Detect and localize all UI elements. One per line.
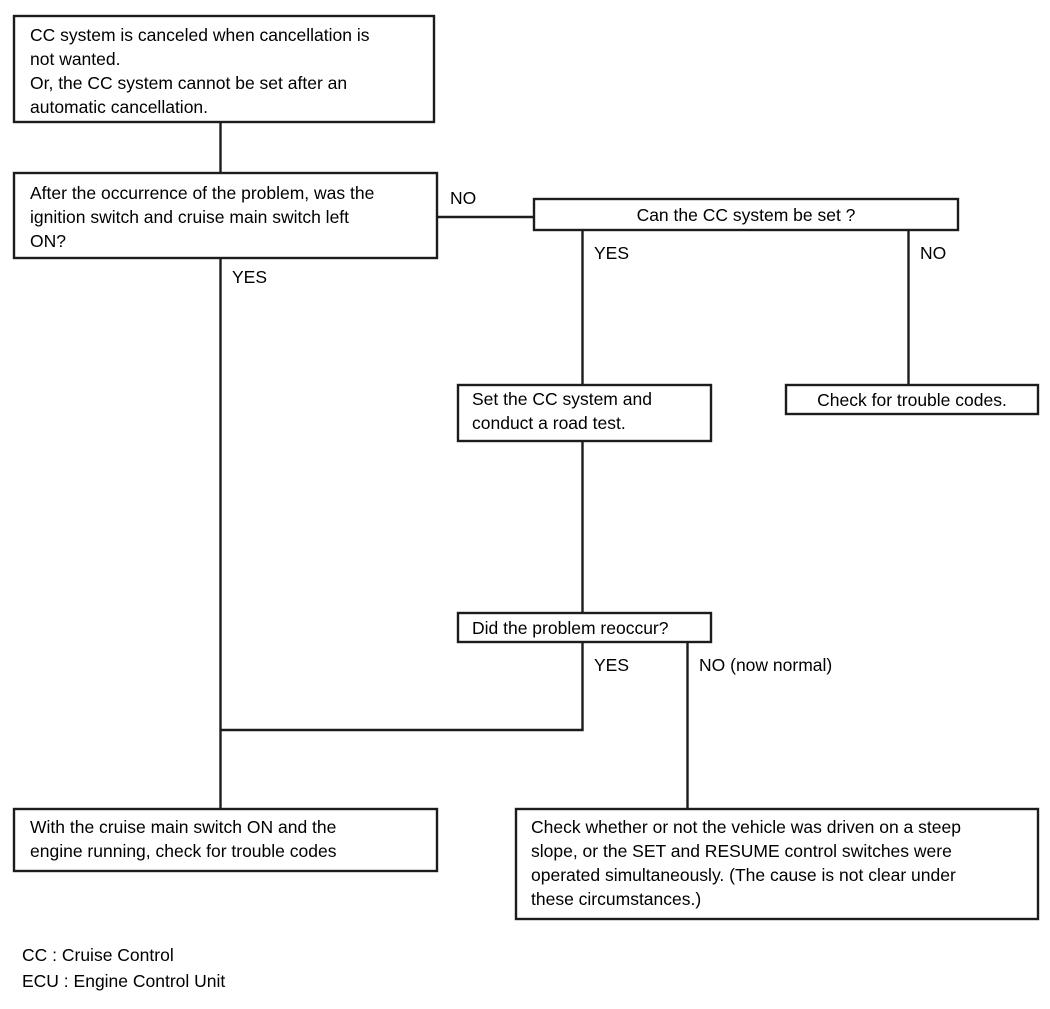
legend-item-ecu: ECU : Engine Control Unit — [22, 971, 225, 991]
node-action-main-switch-on-box — [12, 807, 439, 873]
node-problem-statement: CC system is canceled when cancellation … — [12, 14, 436, 124]
node-question-reoccur-box — [456, 611, 713, 644]
node-action-check-codes: Check for trouble codes. — [784, 383, 1040, 416]
node-action-main-switch-on-line-2: engine running, check for trouble codes — [30, 841, 337, 861]
node-action-road-test-line-2: conduct a road test. — [472, 413, 626, 433]
legend-item-cc: CC : Cruise Control — [22, 945, 174, 965]
node-question-reoccur-line-1: Did the problem reoccur? — [472, 618, 669, 638]
node-action-check-conditions-line-4: these circumstances.) — [531, 889, 701, 909]
node-problem-statement-line-3: Or, the CC system cannot be set after an — [30, 73, 347, 93]
node-question-reoccur: Did the problem reoccur? — [456, 611, 713, 644]
edge-label-switch-yes: YES — [232, 267, 267, 287]
node-problem-statement-line-4: automatic cancellation. — [30, 97, 208, 117]
node-action-check-conditions-line-2: slope, or the SET and RESUME control swi… — [531, 841, 952, 861]
node-action-road-test-line-1: Set the CC system and — [472, 389, 652, 409]
legend: CC : Cruise Control ECU : Engine Control… — [22, 945, 225, 991]
node-action-check-conditions-box — [514, 807, 1040, 921]
edge-label-switch-no: NO — [450, 188, 476, 208]
node-question-switch-left-on: After the occurrence of the problem, was… — [12, 171, 439, 260]
node-action-main-switch-on-line-1: With the cruise main switch ON and the — [30, 817, 336, 837]
edge-label-reoccur-no: NO (now normal) — [699, 655, 832, 675]
connector-reoccur-yes-to-main — [220, 642, 584, 732]
node-question-switch-left-on-line-2: ignition switch and cruise main switch l… — [30, 207, 349, 227]
node-action-check-conditions: Check whether or not the vehicle was dri… — [514, 807, 1040, 921]
node-question-can-set-line-1: Can the CC system be set ? — [637, 205, 856, 225]
node-action-check-conditions-line-3: operated simultaneously. (The cause is n… — [531, 865, 956, 885]
node-question-can-set-box — [532, 197, 960, 232]
node-question-switch-left-on-line-1: After the occurrence of the problem, was… — [30, 183, 374, 203]
node-action-check-codes-box — [784, 383, 1040, 416]
node-action-main-switch-on: With the cruise main switch ON and the e… — [12, 807, 439, 873]
connector-layer — [219, 122, 910, 809]
node-action-road-test-box — [456, 383, 713, 443]
node-question-switch-left-on-box — [12, 171, 439, 260]
edge-label-layer: NO YES YES NO YES NO (now normal) — [232, 188, 946, 675]
node-question-switch-left-on-line-3: ON? — [30, 231, 66, 251]
edge-label-can-set-no: NO — [920, 243, 946, 263]
node-question-can-set: Can the CC system be set ? — [532, 197, 960, 232]
edge-label-reoccur-yes: YES — [594, 655, 629, 675]
node-problem-statement-line-1: CC system is canceled when cancellation … — [30, 25, 370, 45]
node-action-check-conditions-line-1: Check whether or not the vehicle was dri… — [531, 817, 961, 837]
node-action-check-codes-line-1: Check for trouble codes. — [817, 390, 1007, 410]
edge-label-can-set-yes: YES — [594, 243, 629, 263]
node-action-road-test: Set the CC system and conduct a road tes… — [456, 383, 713, 443]
node-problem-statement-line-2: not wanted. — [30, 49, 120, 69]
node-problem-statement-box — [12, 14, 436, 124]
